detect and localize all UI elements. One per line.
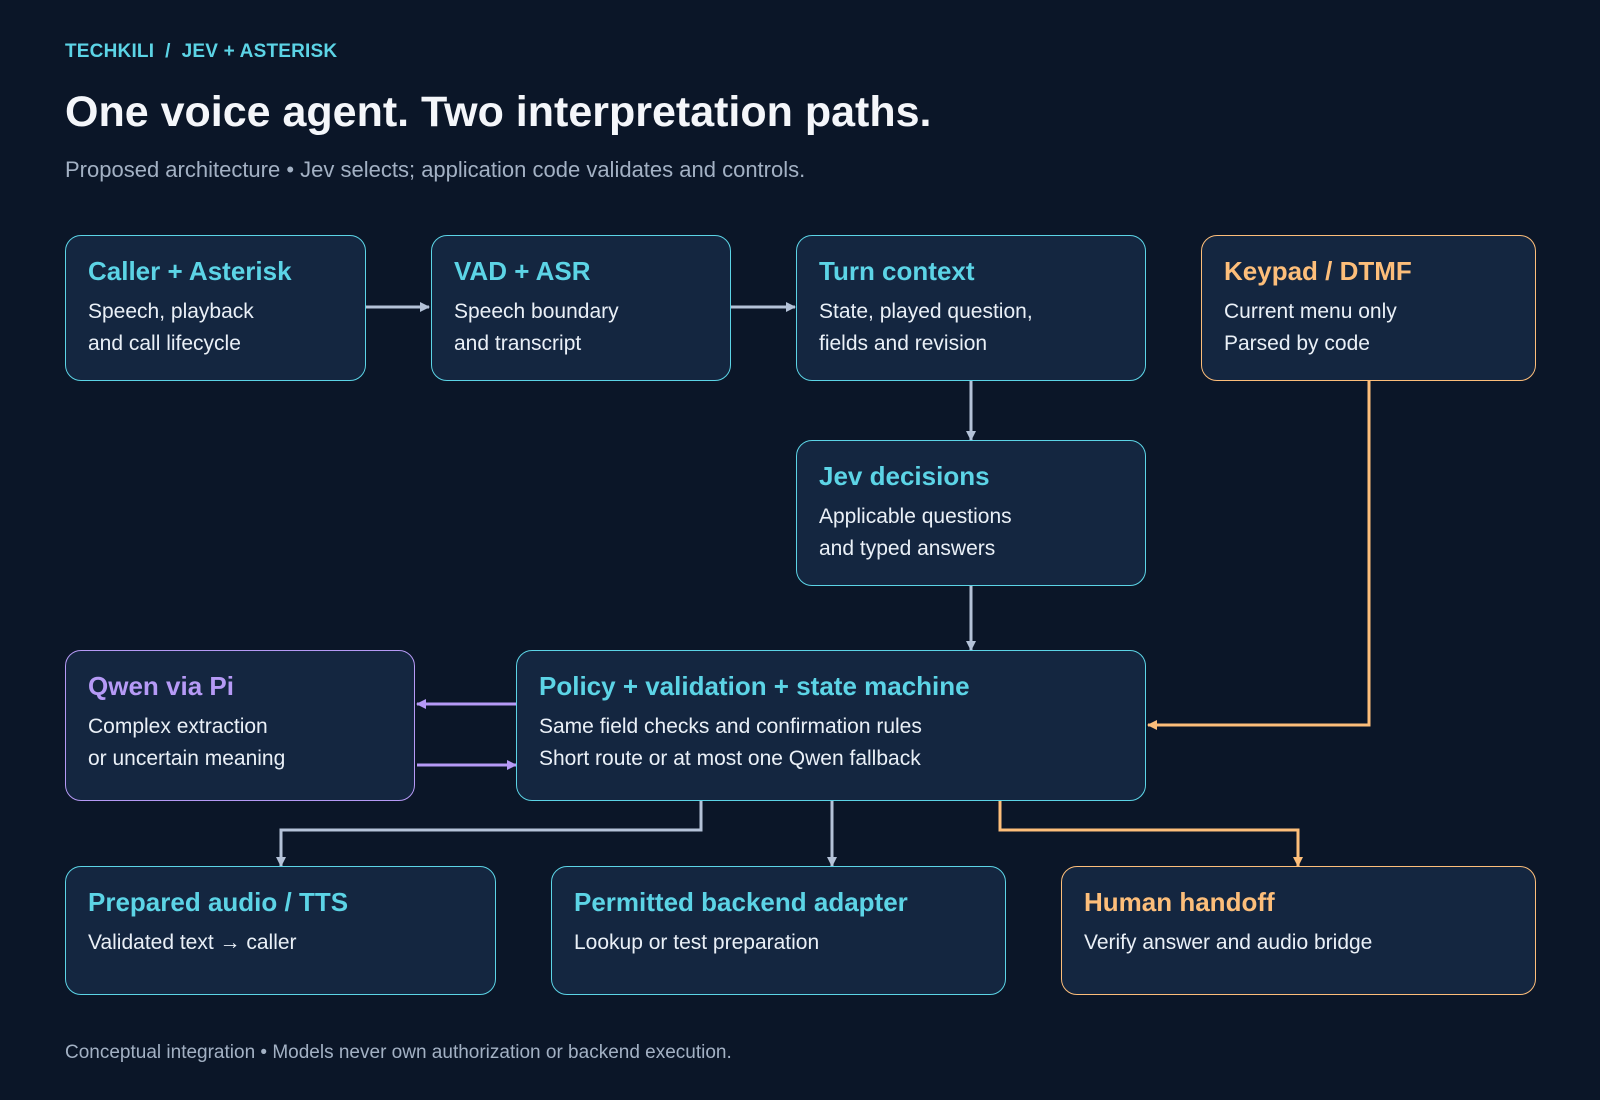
arrow-policy-to-audio	[276, 801, 703, 867]
node-keypad-dtmf: Keypad / DTMF Current menu only Parsed b…	[1201, 235, 1536, 381]
node-line: Complex extraction	[88, 715, 268, 738]
node-title: Permitted backend adapter	[574, 887, 908, 917]
node-permitted-backend-adapter: Permitted backend adapter Lookup or test…	[551, 866, 1006, 995]
arrow-keypad-to-policy	[1147, 381, 1371, 730]
arrow-policy-to-handoff	[998, 801, 1303, 867]
node-line: Applicable questions	[819, 505, 1012, 528]
node-policy-state-machine: Policy + validation + state machine Same…	[516, 650, 1146, 801]
node-prepared-audio-tts: Prepared audio / TTS Validated text → ca…	[65, 866, 496, 995]
node-title: Jev decisions	[819, 461, 990, 491]
node-title: Prepared audio / TTS	[88, 887, 349, 917]
node-line: Short route or at most one Qwen fallback	[539, 747, 921, 770]
node-line: and transcript	[454, 332, 582, 355]
footer-note: Conceptual integration • Models never ow…	[65, 1042, 732, 1063]
node-title: Caller + Asterisk	[88, 256, 292, 286]
node-line: Lookup or test preparation	[574, 931, 820, 954]
node-line: Current menu only	[1224, 300, 1397, 323]
node-vad-asr: VAD + ASR Speech boundary and transcript	[431, 235, 731, 381]
node-line: Parsed by code	[1224, 332, 1370, 355]
node-qwen-via-pi: Qwen via Pi Complex extraction or uncert…	[65, 650, 415, 801]
node-line: State, played question,	[819, 300, 1033, 323]
node-line: Speech boundary	[454, 300, 619, 323]
node-title: VAD + ASR	[454, 256, 591, 286]
breadcrumb: TECHKILI / JEV + ASTERISK	[65, 41, 338, 62]
node-line: and call lifecycle	[88, 332, 241, 355]
node-title: Policy + validation + state machine	[539, 671, 970, 701]
node-turn-context: Turn context State, played question, fie…	[796, 235, 1146, 381]
node-title: Turn context	[819, 256, 975, 286]
node-title: Human handoff	[1084, 887, 1275, 917]
page-subtitle: Proposed architecture • Jev selects; app…	[65, 157, 806, 182]
node-line: and typed answers	[819, 537, 996, 560]
node-jev-decisions: Jev decisions Applicable questions and t…	[796, 440, 1146, 586]
node-line: Validated text → caller	[88, 931, 297, 954]
node-line: or uncertain meaning	[88, 747, 286, 770]
node-human-handoff: Human handoff Verify answer and audio br…	[1061, 866, 1536, 995]
node-line: Verify answer and audio bridge	[1084, 931, 1373, 954]
node-title: Qwen via Pi	[88, 671, 234, 701]
node-line: Same field checks and confirmation rules	[539, 715, 922, 738]
node-line: Speech, playback	[88, 300, 254, 323]
node-caller-asterisk: Caller + Asterisk Speech, playback and c…	[65, 235, 366, 381]
node-line: fields and revision	[819, 332, 988, 355]
node-title: Keypad / DTMF	[1224, 256, 1412, 286]
page-title: One voice agent. Two interpretation path…	[65, 88, 932, 136]
